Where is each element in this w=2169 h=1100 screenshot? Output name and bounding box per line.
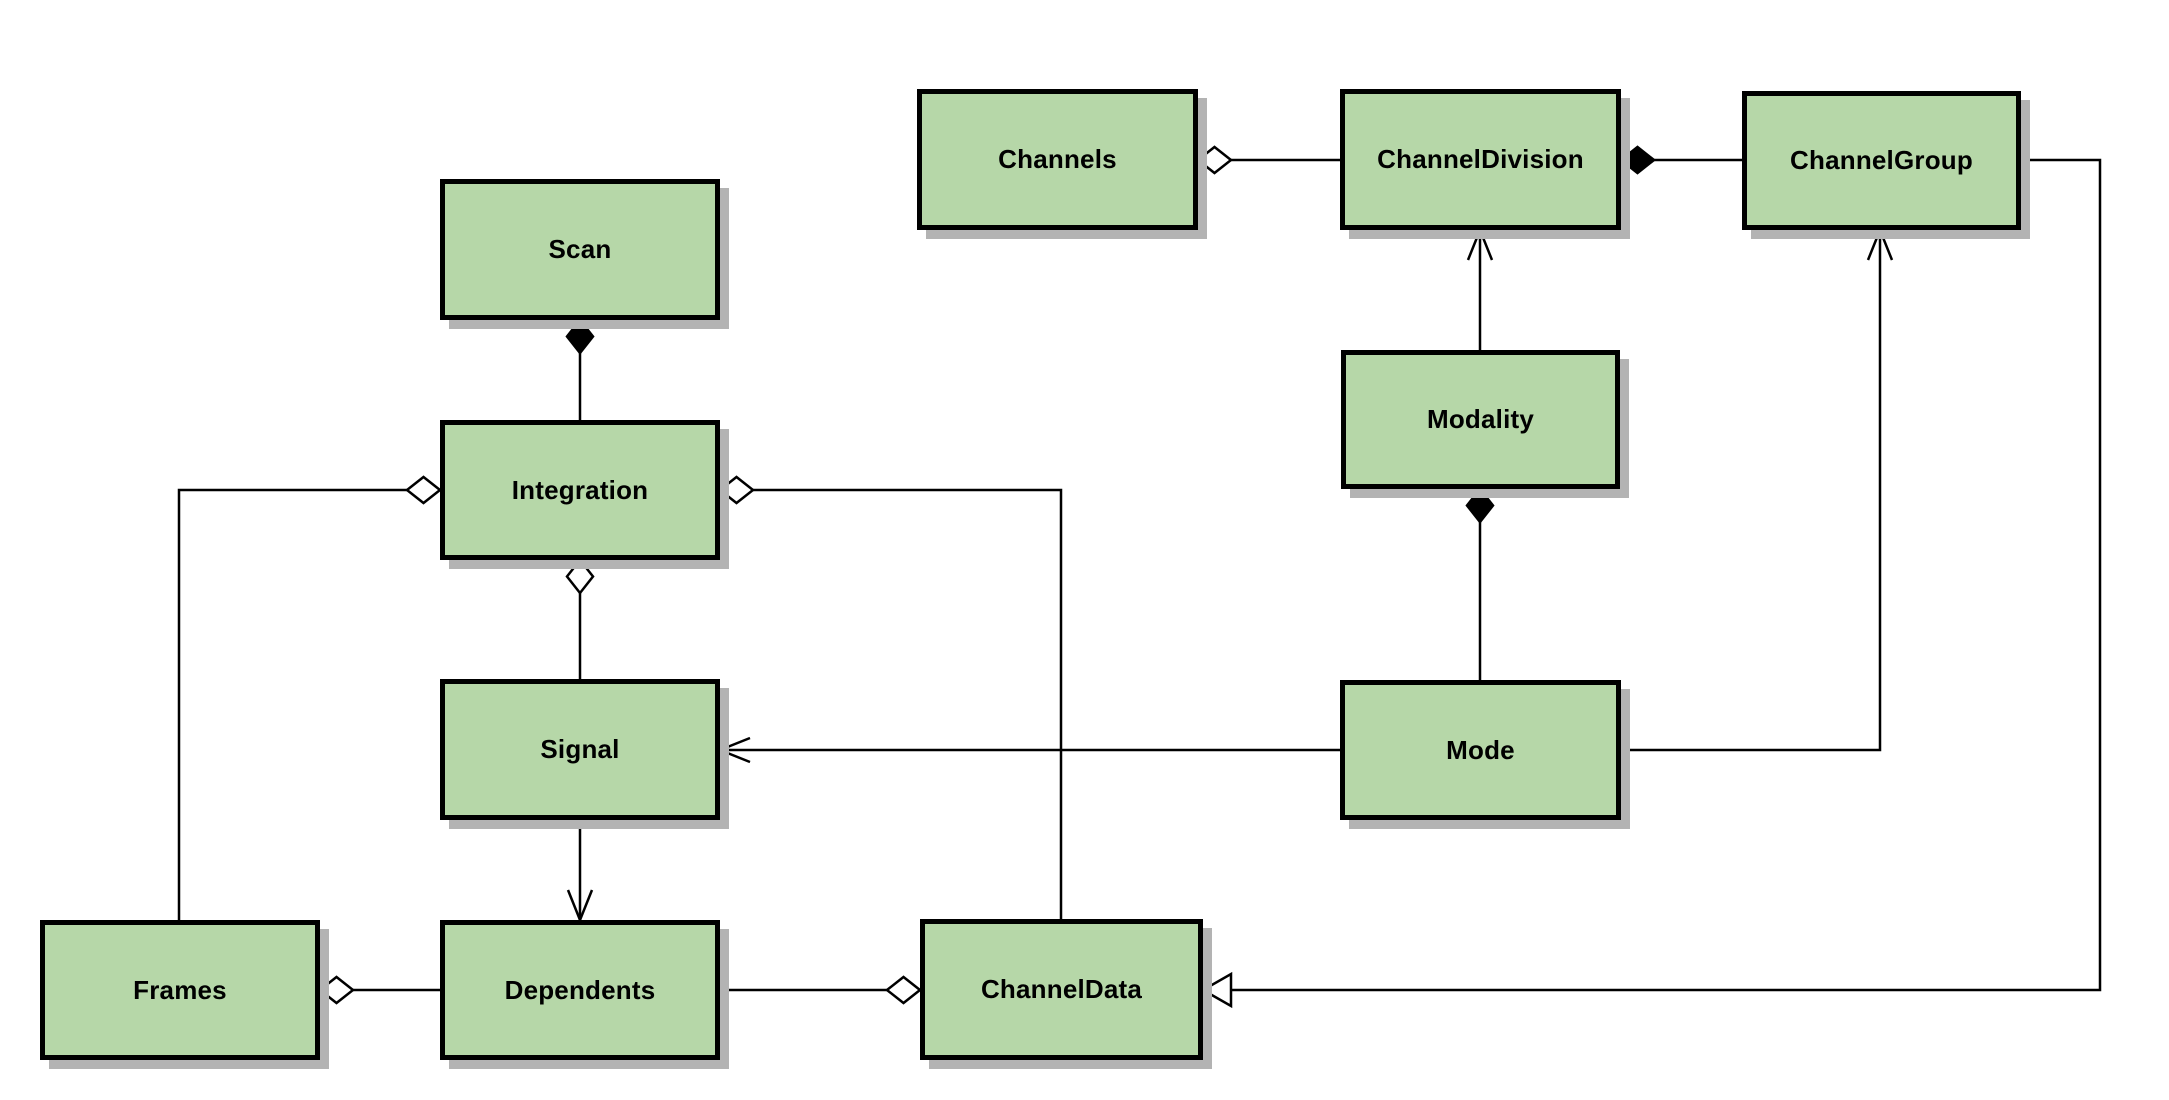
node-label-frames: Frames bbox=[133, 974, 227, 1005]
edge-line bbox=[177, 488, 407, 920]
arrow-open-marker bbox=[1466, 226, 1494, 261]
node-label-channeldivision: ChannelDivision bbox=[1377, 144, 1584, 174]
node-channeldivision: ChannelDivision bbox=[1340, 89, 1621, 230]
edge-dependents-channeldata bbox=[720, 975, 923, 1005]
node-channelgroup: ChannelGroup bbox=[1742, 91, 2021, 230]
node-label-channels: Channels bbox=[998, 144, 1117, 174]
node-mode: Mode bbox=[1340, 680, 1621, 820]
node-label-channeldata: ChannelData bbox=[980, 974, 1143, 1004]
edge-integration-channeldata bbox=[717, 475, 1063, 919]
edge-line bbox=[753, 488, 1063, 919]
edge-integration-frames bbox=[177, 475, 443, 920]
diamond-open-marker bbox=[1195, 145, 1234, 175]
edge-mode-signal bbox=[716, 736, 1340, 764]
diamond-filled-marker bbox=[1465, 486, 1495, 525]
edge-signal-dependents bbox=[566, 820, 594, 924]
edge-integration-signal bbox=[565, 557, 595, 679]
edge-frames-dependents bbox=[317, 975, 440, 1005]
edge-line bbox=[1231, 158, 2102, 992]
edge-modality-mode bbox=[1465, 486, 1495, 680]
edge-channels-channeldivision bbox=[1195, 145, 1340, 175]
node-label-dependents: Dependents bbox=[504, 974, 656, 1005]
diamond-open-marker bbox=[317, 975, 356, 1005]
edge-channelgroup-channeldata bbox=[1200, 158, 2102, 1009]
arrow-open-marker bbox=[1866, 226, 1894, 261]
diamond-open-marker bbox=[404, 475, 443, 505]
diamond-open-marker bbox=[884, 975, 923, 1005]
node-signal: Signal bbox=[440, 679, 720, 820]
diamond-filled-marker bbox=[565, 317, 595, 356]
arrow-open-marker bbox=[716, 736, 751, 764]
node-integration: Integration bbox=[440, 420, 720, 560]
edge-modality-channeldivision bbox=[1466, 226, 1494, 350]
node-label-integration: Integration bbox=[511, 474, 649, 505]
node-modality: Modality bbox=[1341, 350, 1620, 489]
triangle-open-marker bbox=[1200, 971, 1233, 1009]
node-dependents: Dependents bbox=[440, 920, 720, 1060]
node-label-scan: Scan bbox=[548, 234, 612, 264]
diamond-filled-marker bbox=[1618, 145, 1657, 175]
node-channels: Channels bbox=[917, 89, 1198, 230]
diamond-open-marker bbox=[717, 475, 756, 505]
node-frames: Frames bbox=[40, 920, 320, 1060]
edge-mode-channelgroup bbox=[1621, 226, 1894, 752]
node-label-modality: Modality bbox=[1426, 404, 1535, 434]
edge-line bbox=[1621, 230, 1882, 752]
node-label-signal: Signal bbox=[540, 734, 620, 764]
edge-scan-integration bbox=[565, 317, 595, 420]
edge-channeldivision-channelgroup bbox=[1618, 145, 1742, 175]
node-label-mode: Mode bbox=[1446, 734, 1515, 765]
node-scan: Scan bbox=[440, 179, 720, 320]
diamond-open-marker bbox=[565, 557, 595, 596]
node-channeldata: ChannelData bbox=[920, 919, 1203, 1060]
node-label-channelgroup: ChannelGroup bbox=[1790, 145, 1973, 175]
